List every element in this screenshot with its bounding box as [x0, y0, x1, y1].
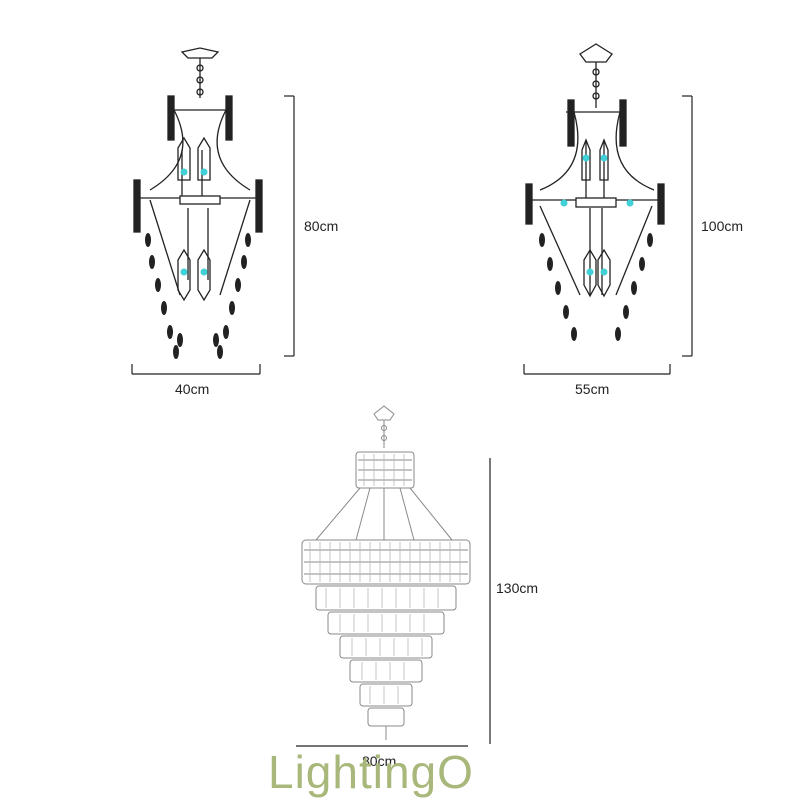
small-height-dimension-line [284, 95, 295, 357]
medium-height-dimension-line [682, 95, 693, 357]
large-crystal-chandelier-drawing [301, 405, 471, 740]
large-height-label: 130cm [496, 580, 539, 596]
large-height-dimension-line [489, 458, 491, 744]
small-width-dimension-line [131, 364, 261, 375]
medium-width-dimension-line [523, 364, 671, 375]
medium-chandelier-drawing [525, 43, 665, 341]
large-width-dimension-line [296, 745, 468, 747]
medium-width-label: 55cm [575, 381, 610, 397]
small-chandelier-drawing [133, 47, 263, 359]
small-width-label: 40cm [175, 381, 210, 397]
small-height-label: 80cm [304, 218, 339, 234]
svg-text:LightingO: LightingO [268, 746, 474, 798]
large-width-label: 80cm [362, 753, 397, 769]
lightingo-logo: LightingO [268, 746, 474, 798]
medium-height-label: 100cm [701, 218, 744, 234]
